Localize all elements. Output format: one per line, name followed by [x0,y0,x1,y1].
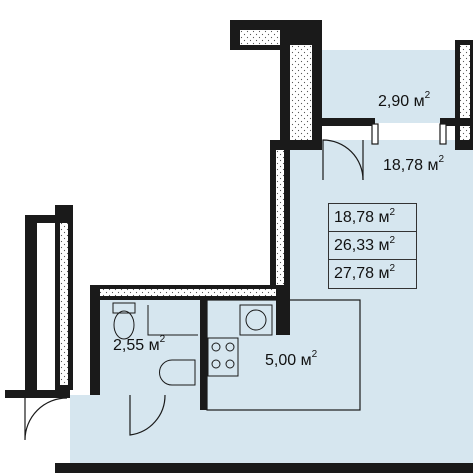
walls [5,20,473,473]
living-room-area-label: 18,78 м2 [383,154,445,174]
kitchen-area-unit: м [300,352,312,369]
balcony-door [371,123,447,145]
kitchen-outline [206,299,361,411]
sink-icon [239,304,273,336]
wall-bath-left [90,285,100,395]
bathroom-area-value: 2,55 [113,337,145,354]
kitchen-floor [205,300,360,410]
stove-icon [207,337,239,377]
door-swings [24,139,364,441]
area-summary-box: 18,78 м2 26,33 м2 27,78 м2 [328,203,417,289]
summary-total-with-balcony: 27,78 м2 [334,263,396,282]
balcony-area-unit: м [413,93,425,110]
balcony-floor [320,50,473,123]
living-room-area-unit: м [427,157,439,174]
bathroom-floor [100,300,200,395]
wall-entrance [5,390,70,398]
balcony-area-value: 2,90 [378,93,410,110]
wall-kitchen-right [276,285,290,335]
room-fills [70,50,473,470]
summary-total-area: 26,33 м2 [329,232,416,260]
kitchen-area-value: 5,00 [265,352,297,369]
bathroom-area-label: 2,55 м2 [113,334,166,354]
summary-living-area: 18,78 м2 [329,204,416,232]
bathroom-area-unit: м [148,337,160,354]
wall-balcony-sill [320,118,375,126]
toilet-icon [112,302,136,340]
kitchen-area-label: 5,00 м2 [265,349,318,369]
balcony-area-label: 2,90 м2 [378,90,431,110]
wall-bath-kitchen [200,300,207,410]
corridor-floor [70,395,290,470]
living-room-area-value: 18,78 [383,157,424,174]
wall-bottom [55,463,473,473]
shower-icon [147,305,198,386]
wall-left-outer [25,215,37,393]
